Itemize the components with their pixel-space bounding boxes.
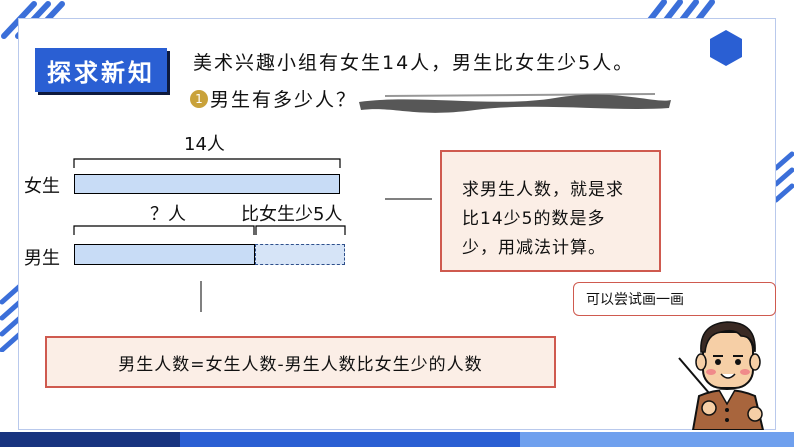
brush-stroke-decoration [359, 93, 671, 113]
difference-label: 比女生少5人 [241, 204, 343, 225]
unknown-boys-label: ？人 [150, 204, 186, 225]
side-stripes-right [774, 151, 794, 203]
boys-label: 男生 [24, 248, 60, 269]
section-badge: 探求新知 [35, 48, 167, 92]
hint-box: 求男生人数，就是求比14少5的数是多少，用减法计算。 [440, 150, 661, 272]
girls-bar [74, 174, 340, 194]
difference-bar-dashed [255, 244, 345, 265]
try-drawing-prompt: 可以尝试画一画 [573, 282, 776, 316]
side-stripes-left [0, 283, 22, 352]
total-label: 14人 [184, 134, 225, 155]
bottom-color-bar [0, 432, 794, 447]
question-number-badge: 1 [190, 90, 208, 108]
formula-box: 男生人数=女生人数-男生人数比女生少的人数 [45, 336, 556, 388]
problem-text: 美术兴趣小组有女生14人，男生比女生少5人。 [193, 52, 635, 74]
boys-bar [74, 244, 255, 265]
question-text: 男生有多少人？ [210, 89, 358, 111]
teacher-cartoon-icon [678, 321, 765, 430]
hexagon-icon [710, 30, 742, 66]
corner-stripes-top-right [647, 0, 715, 22]
girls-label: 女生 [24, 176, 60, 197]
